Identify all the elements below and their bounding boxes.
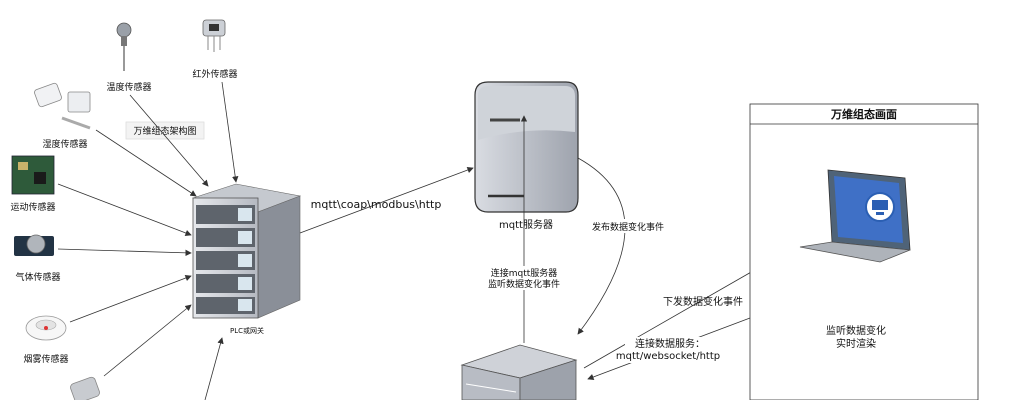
diagram-note-text: 万维组态架构图 xyxy=(133,125,196,137)
temperature-sensor-icon xyxy=(116,22,132,71)
motion-sensor-label: 运动传感器 xyxy=(10,201,55,213)
humidity-sensor-label: 湿度传感器 xyxy=(42,138,87,150)
infrared-sensor-label: 红外传感器 xyxy=(192,68,237,80)
infrared-sensor-icon xyxy=(202,19,226,52)
motion-sensor-icon xyxy=(11,155,55,195)
connect-mqtt-line1: 连接mqtt服务器 xyxy=(491,267,558,279)
diagram-note: 万维组态架构图 xyxy=(125,121,205,140)
data-server-icon xyxy=(460,344,578,400)
publish-event-label: 发布数据变化事件 xyxy=(592,221,664,233)
dispatch-event-label: 下发数据变化事件 xyxy=(663,295,743,308)
edge-mqtt-dataserver xyxy=(577,157,626,335)
gas-sensor-icon xyxy=(14,234,54,256)
panel-title: 万维组态画面 xyxy=(830,107,897,121)
humidity-sensor-icon xyxy=(34,82,91,130)
smoke-sensor-label: 烟雾传感器 xyxy=(23,353,68,365)
connect-mqtt-line2: 监听数据变化事件 xyxy=(488,278,560,290)
connect-data-bg xyxy=(625,337,717,363)
pressure-sensor-icon xyxy=(70,376,100,400)
mqtt-server-label: mqtt服务器 xyxy=(499,218,553,231)
panel-body-line1: 监听数据变化 xyxy=(826,324,886,337)
publish-event-bg xyxy=(592,219,664,233)
gateway-label: PLC或网关 xyxy=(230,326,264,335)
mqtt-server-icon xyxy=(474,81,579,213)
smoke-sensor-icon xyxy=(25,315,67,341)
sensor-edges xyxy=(57,81,239,400)
connect-data-line2: mqtt/websocket/http xyxy=(616,351,720,362)
gas-sensor-label: 气体传感器 xyxy=(15,271,60,283)
temperature-sensor-label: 温度传感器 xyxy=(106,81,151,93)
edge-gateway-mqtt xyxy=(299,166,474,234)
protocols-label: mqtt\coap\modbus\http xyxy=(311,198,442,211)
panel-body-line2: 实时渲染 xyxy=(836,337,876,350)
gateway-rack-icon xyxy=(191,183,302,319)
connect-mqtt-bg xyxy=(488,266,564,290)
connect-data-line1: 连接数据服务： xyxy=(635,337,705,350)
laptop-icon xyxy=(799,169,911,263)
